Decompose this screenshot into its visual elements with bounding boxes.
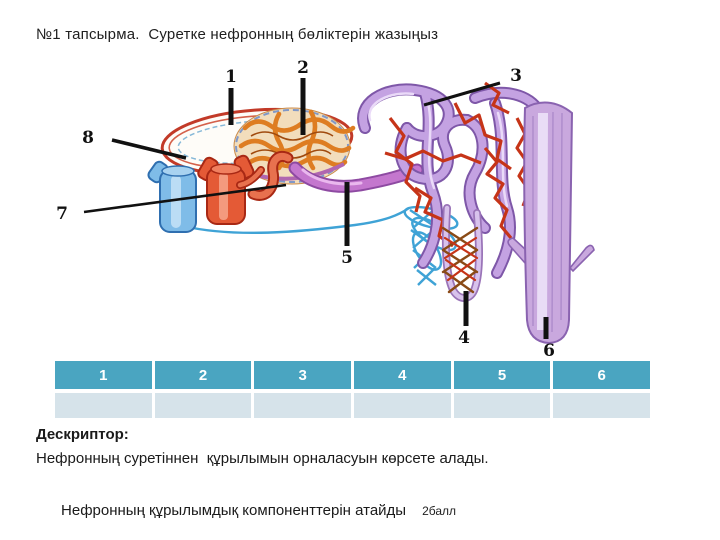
renal-vein (147, 160, 197, 233)
nephron-label-7: 7 (56, 204, 68, 224)
table-header-cell-6: 6 (553, 361, 650, 389)
table-answer-cell-2 (154, 393, 252, 418)
nephron-label-2: 2 (297, 58, 309, 78)
loop-of-henle (441, 204, 483, 302)
collecting-duct (507, 101, 595, 345)
renal-artery (197, 154, 255, 225)
descriptor-heading: Дескриптор: (36, 426, 129, 443)
answer-table: 1 2 3 4 5 6 (55, 361, 650, 418)
table-answer-cell-1 (55, 393, 152, 418)
afferent-arteriole (236, 150, 294, 201)
nephron-label-3: 3 (510, 66, 522, 86)
nephron-label-1: 1 (225, 67, 237, 87)
nephron-label-8: 8 (82, 128, 94, 148)
page-title: №1 тапсырма. Суретке нефронның бөліктері… (36, 26, 439, 43)
pointer-lines (83, 78, 549, 339)
descriptor-line-2-text: Нефронның құрылымдық компоненттерін атай… (61, 502, 407, 520)
table-header-cell-2: 2 (154, 361, 252, 389)
descriptor-line-2: Нефронның құрылымдық компоненттерін атай… (36, 484, 489, 540)
table-header-cell-4: 4 (353, 361, 451, 389)
descriptor-line-1: Нефронның суретіннен құрылымын орналасуы… (36, 449, 489, 467)
table-header-cell-3: 3 (254, 361, 351, 389)
nephron-diagram: 1 2 3 4 5 6 7 8 (56, 58, 595, 361)
descriptor-block: Дескриптор: Нефронның суретіннен құрылым… (36, 426, 489, 540)
distal-tubule (288, 161, 424, 193)
table-answer-cell-6 (553, 393, 650, 418)
table-header-cell-5: 5 (453, 361, 551, 389)
table-header-cell-1: 1 (55, 361, 152, 389)
score-text: 2балл (422, 504, 457, 519)
nephron-label-6: 6 (543, 341, 555, 361)
nephron-label-5: 5 (341, 248, 353, 268)
table-answer-cell-3 (254, 393, 351, 418)
table-answer-cell-5 (453, 393, 551, 418)
nephron-label-4: 4 (458, 328, 470, 348)
table-answer-cell-4 (353, 393, 451, 418)
